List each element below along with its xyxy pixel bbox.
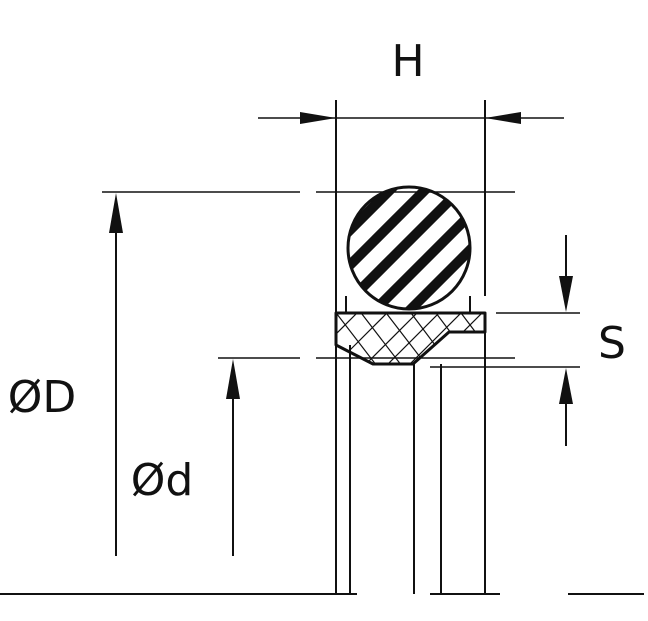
groove-walls [335,100,486,594]
label-section-s: S [598,318,626,369]
dimension-section [559,235,573,446]
slide-ring [334,311,487,366]
dimension-inner-diameter [226,359,240,556]
label-outer-diameter: ØD [8,372,77,423]
label-inner-diameter: Ød [131,455,194,506]
label-width-h: H [391,36,424,87]
dimension-h-arrows [300,112,521,124]
dimension-outer-diameter [109,193,123,556]
